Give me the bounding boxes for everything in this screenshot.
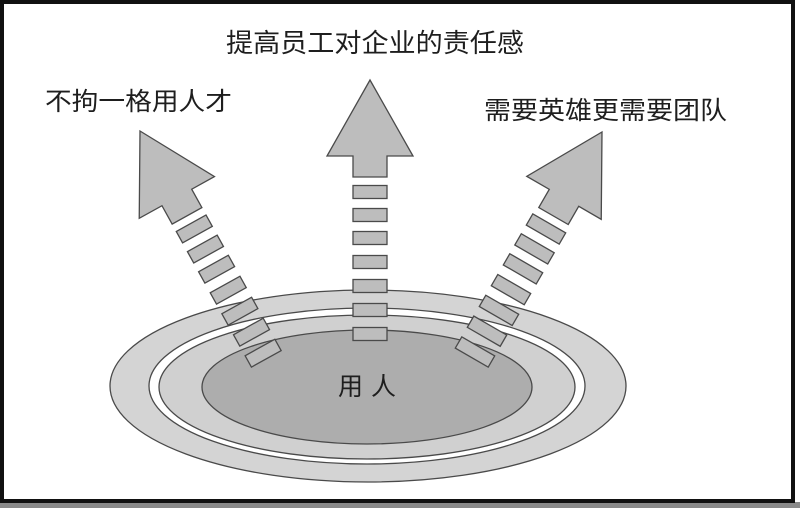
arrow-segment-middle-3 [352,230,388,246]
arrow-head-left [138,129,216,225]
arrow-head-middle [325,78,415,178]
arrow-segment-left-2 [186,234,225,264]
arrow-segment-right-4 [490,273,532,306]
arrow-segment-left-4 [209,275,248,305]
arrow-segment-right-5 [478,294,520,327]
arrow-segment-middle-5 [352,278,388,294]
center-label: 用 人 [338,372,396,401]
arrow-segment-middle-4 [352,254,388,270]
arrow-segment-middle-2 [352,207,388,223]
arrow-head-right [525,130,603,226]
arrow-segment-right-3 [502,252,544,285]
arrow-label-left: 不拘一格用人才 [45,87,232,116]
frame-bottom-strip [0,502,800,508]
arrow-segment-left-5 [220,296,259,326]
arrow-label-right: 需要英雄更需要团队 [484,96,727,125]
arrow-segment-middle-1 [352,184,388,200]
arrow-middle [325,78,415,342]
arrow-right [454,130,603,368]
arrow-segment-middle-7 [352,326,388,342]
arrow-segment-middle-6 [352,302,388,318]
arrow-segment-right-7 [454,335,496,368]
arrow-segment-right-1 [525,212,567,246]
arrow-segment-left-1 [175,214,214,244]
arrow-left [138,129,283,368]
arrow-label-middle: 提高员工对企业的责任感 [226,29,524,59]
arrow-segment-right-6 [466,315,508,348]
arrow-segment-left-7 [244,338,283,368]
arrow-segment-left-3 [197,254,236,285]
arrow-segment-left-6 [232,317,271,347]
arrow-segment-right-2 [513,232,556,265]
